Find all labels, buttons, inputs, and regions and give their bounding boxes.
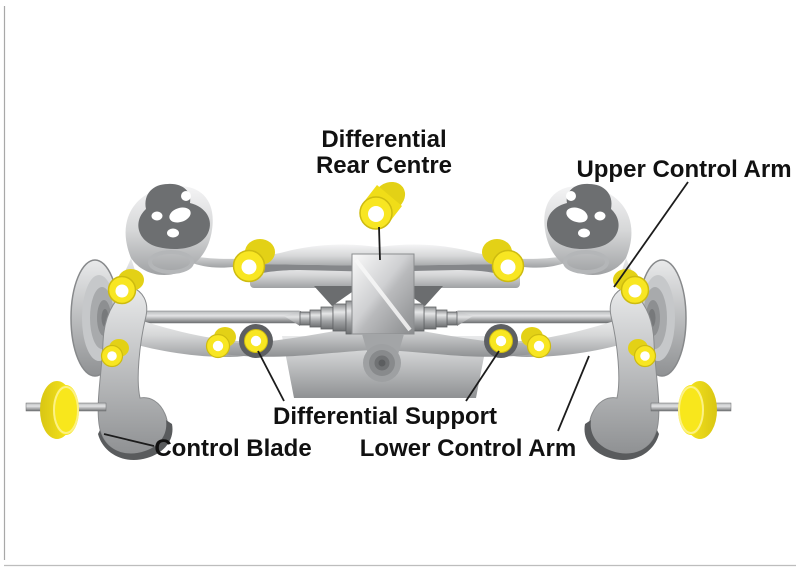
label-differential-support: Differential Support bbox=[273, 403, 497, 430]
label-differential-rear-centre-line1: Differential bbox=[321, 126, 446, 153]
leader-differential-support-left bbox=[257, 350, 285, 402]
label-lower-control-arm: Lower Control Arm bbox=[360, 435, 576, 462]
label-differential-rear-centre-line2: Rear Centre bbox=[316, 152, 452, 179]
leader-upper-control-arm bbox=[613, 181, 689, 288]
leader-lines bbox=[103, 181, 689, 447]
leader-differential-support-right bbox=[465, 350, 500, 402]
label-upper-control-arm: Upper Control Arm bbox=[576, 156, 791, 183]
leader-differential-rear-centre bbox=[378, 226, 381, 261]
differential-housing bbox=[314, 253, 443, 382]
label-control-blade: Control Blade bbox=[154, 435, 311, 462]
leader-lower-control-arm bbox=[557, 355, 590, 432]
subframe-illustration bbox=[24, 181, 733, 463]
leader-control-blade bbox=[103, 433, 155, 447]
bushing-differential-rear-centre bbox=[359, 181, 406, 230]
